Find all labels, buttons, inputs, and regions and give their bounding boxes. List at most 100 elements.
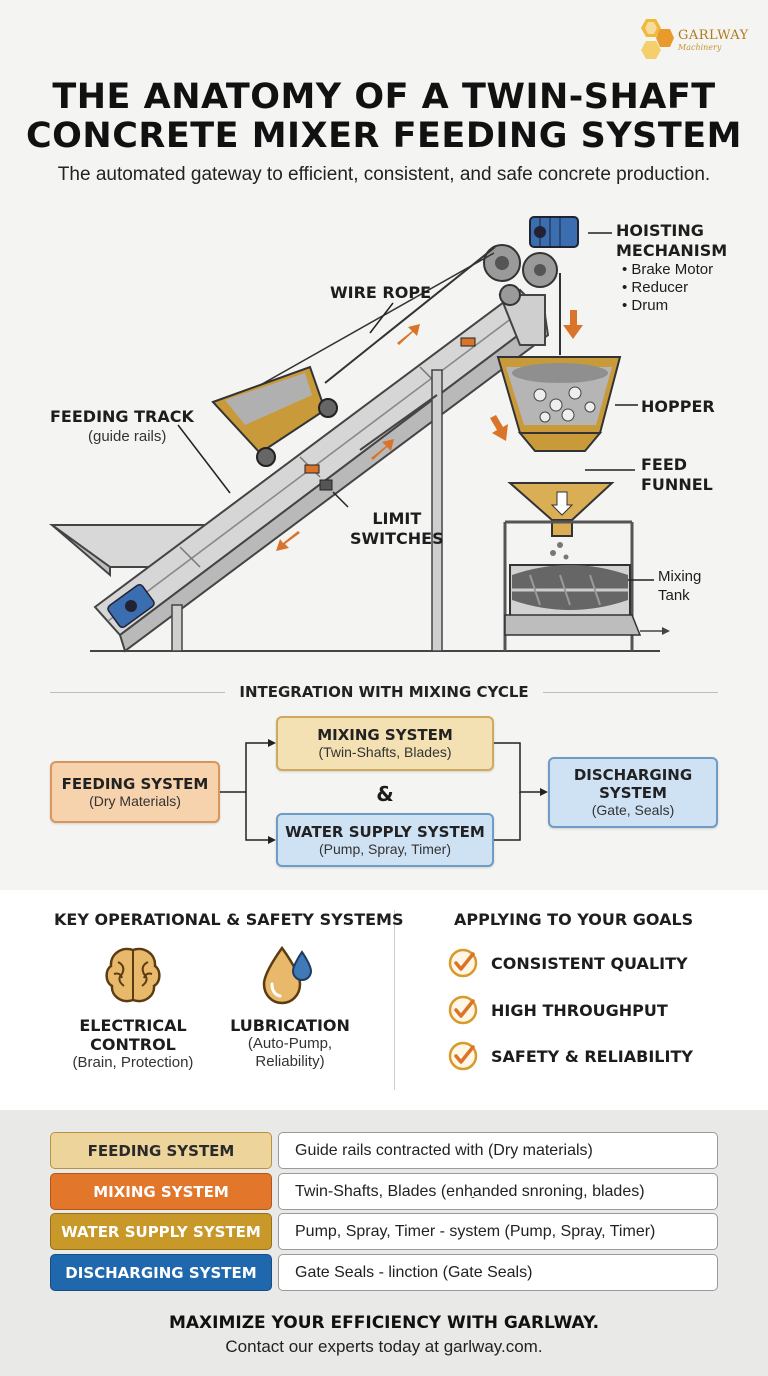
page-subtitle: The automated gateway to efficient, cons… xyxy=(57,164,711,185)
hopper-text: HOPPER xyxy=(641,397,715,416)
goal-text: SAFETY & RELIABILITY xyxy=(491,1046,693,1066)
table-row-name: FEEDING SYSTEM xyxy=(50,1132,272,1169)
feed-funnel xyxy=(507,482,615,560)
divider-line xyxy=(50,691,226,693)
electrical-title-2: CONTROL xyxy=(90,1035,176,1054)
feeding-track-text: FEEDING TRACK xyxy=(50,407,194,426)
feed-funnel-text-1: FEED xyxy=(641,455,688,474)
lubrication-sub-1: (Auto-Pump, xyxy=(247,1035,333,1052)
electrical-control-item: ELECTRICAL CONTROL (Brain, Protection) xyxy=(58,944,208,1072)
divider-line xyxy=(542,691,719,693)
lubrication-title: LUBRICATION xyxy=(230,1016,350,1035)
table-row-desc: Gate Seals - linction (Gate Seals) xyxy=(278,1254,718,1291)
support-leg-2 xyxy=(431,369,443,652)
support-leg-1 xyxy=(171,604,183,652)
table-row-desc: Pump, Spray, Timer - system (Pump, Spray… xyxy=(278,1213,718,1250)
limit-switches-text-1: LIMIT xyxy=(372,509,422,528)
electrical-title-1: ELECTRICAL xyxy=(79,1016,187,1035)
goal-text: CONSISTENT QUALITY xyxy=(491,953,688,973)
wire-rope-text: WIRE ROPE xyxy=(330,283,431,302)
brake-motor-icon xyxy=(529,216,579,248)
hoisting-item: Reducer xyxy=(622,279,727,297)
discharging-title-2: SYSTEM xyxy=(599,784,667,802)
table-row-name: DISCHARGING SYSTEM xyxy=(50,1254,272,1291)
check-circle-icon xyxy=(448,1041,478,1071)
lubrication-sub-2: Reliability) xyxy=(255,1053,325,1070)
goal-text: HIGH THROUGHPUT xyxy=(491,1000,668,1020)
table-row-desc: Guide rails contracted with (Dry materia… xyxy=(278,1132,718,1169)
electrical-sub: (Brain, Protection) xyxy=(72,1054,194,1071)
mixing-tank-text-1: Mixing xyxy=(658,568,702,585)
feeding-system-sub: (Dry Materials) xyxy=(89,792,181,809)
brain-icon xyxy=(105,947,161,1003)
page-title: THE ANATOMY OF A TWIN-SHAFT CONCRETE MIX… xyxy=(25,77,742,156)
garlway-logo: GARLWAY Machinery xyxy=(634,14,750,66)
wire-rope-label: WIRE ROPE xyxy=(330,283,431,303)
table-row: DISCHARGING SYSTEM Gate Seals - linction… xyxy=(50,1254,718,1291)
operational-heading: KEY OPERATIONAL & SAFETY SYSTEMS xyxy=(54,910,404,929)
bottom-motor-icon xyxy=(107,583,155,629)
feeding-track-subtext: (guide rails) xyxy=(88,428,167,445)
cta-contact: Contact our experts today at garlway.com… xyxy=(225,1337,543,1356)
check-circle-icon xyxy=(448,948,478,978)
hoisting-item: Drum xyxy=(622,297,727,315)
feeding-system-box: FEEDING SYSTEM (Dry Materials) xyxy=(50,761,220,823)
water-supply-title: WATER SUPPLY SYSTEM xyxy=(285,822,485,841)
goal-item: SAFETY & RELIABILITY xyxy=(447,1040,693,1072)
mixing-system-box: MIXING SYSTEM (Twin-Shafts, Blades) xyxy=(276,716,494,771)
limit-switch-3 xyxy=(460,337,476,347)
feed-funnel-text-2: FUNNEL xyxy=(641,475,713,494)
hexagon-logo-icon xyxy=(641,19,674,59)
integration-heading: INTEGRATION WITH MIXING CYCLE xyxy=(239,683,529,701)
limit-switch-2 xyxy=(319,479,333,491)
lubrication-item: LUBRICATION (Auto-Pump, Reliability) xyxy=(220,944,360,1071)
table-row: FEEDING SYSTEM Guide rails contracted wi… xyxy=(50,1132,718,1169)
table-row-name: WATER SUPPLY SYSTEM xyxy=(50,1213,272,1250)
table-row: WATER SUPPLY SYSTEM Pump, Spray, Timer -… xyxy=(50,1213,718,1250)
goal-item: CONSISTENT QUALITY xyxy=(447,947,688,979)
feeding-track-label: FEEDING TRACK (guide rails) xyxy=(50,407,194,446)
limit-switch-1 xyxy=(304,464,320,474)
hoisting-components-list: Brake Motor Reducer Drum xyxy=(622,261,727,315)
mixing-tank-label: Mixing Tank xyxy=(658,567,701,605)
water-supply-sub: (Pump, Spray, Timer) xyxy=(319,840,451,857)
direction-arrows xyxy=(276,310,583,551)
panel-divider xyxy=(394,910,395,1090)
feeding-track xyxy=(93,288,550,653)
integration-flow-arrows xyxy=(220,739,548,844)
limit-switches-label: LIMIT SWITCHES xyxy=(350,509,444,549)
hopper xyxy=(496,356,622,452)
cta-headline: MAXIMIZE YOUR EFFICIENCY WITH GARLWAY. xyxy=(168,1313,600,1333)
feeding-system-illustration xyxy=(48,216,670,653)
goal-item: HIGH THROUGHPUT xyxy=(447,994,668,1026)
discharging-sub: (Gate, Seals) xyxy=(591,802,675,818)
table-row-name: MIXING SYSTEM xyxy=(50,1173,272,1210)
mixing-system-sub: (Twin-Shafts, Blades) xyxy=(318,744,452,760)
feeding-system-title: FEEDING SYSTEM xyxy=(61,774,209,793)
hoisting-title-1: HOISTING xyxy=(616,221,704,240)
discharging-title-1: DISCHARGING xyxy=(573,766,693,784)
water-supply-system-box: WATER SUPPLY SYSTEM (Pump, Spray, Timer) xyxy=(276,813,494,867)
goals-heading: APPLYING TO YOUR GOALS xyxy=(454,910,694,929)
feed-funnel-label: FEED FUNNEL xyxy=(641,455,713,495)
hoisting-title-2: MECHANISM xyxy=(616,241,728,260)
hopper-label: HOPPER xyxy=(641,397,715,417)
integration-heading-row: INTEGRATION WITH MIXING CYCLE xyxy=(50,682,719,702)
limit-switches-text-2: SWITCHES xyxy=(350,529,444,548)
logo-name: GARLWAY xyxy=(678,27,749,43)
discharging-system-box: DISCHARGING SYSTEM (Gate, Seals) xyxy=(548,757,718,828)
logo-tagline: Machinery xyxy=(678,42,722,52)
hoisting-item: Brake Motor xyxy=(622,261,727,279)
top-frame xyxy=(498,294,546,346)
oil-drop-icon xyxy=(262,945,313,1005)
wire-rope xyxy=(324,246,496,384)
table-row-desc: Twin-Shafts, Blades (enhַanded snroning,… xyxy=(278,1173,718,1210)
mixing-tank-text-2: Tank xyxy=(658,587,690,604)
table-row: MIXING SYSTEM Twin-Shafts, Blades (enhַa… xyxy=(50,1173,718,1210)
mixing-tank xyxy=(503,520,670,651)
mixing-system-title: MIXING SYSTEM xyxy=(317,726,453,744)
hoisting-mechanism-label: HOISTING MECHANISM Brake Motor Reducer D… xyxy=(616,221,727,315)
skip-bucket xyxy=(211,365,338,467)
check-circle-icon xyxy=(448,995,478,1025)
ampersand: & xyxy=(376,782,394,806)
